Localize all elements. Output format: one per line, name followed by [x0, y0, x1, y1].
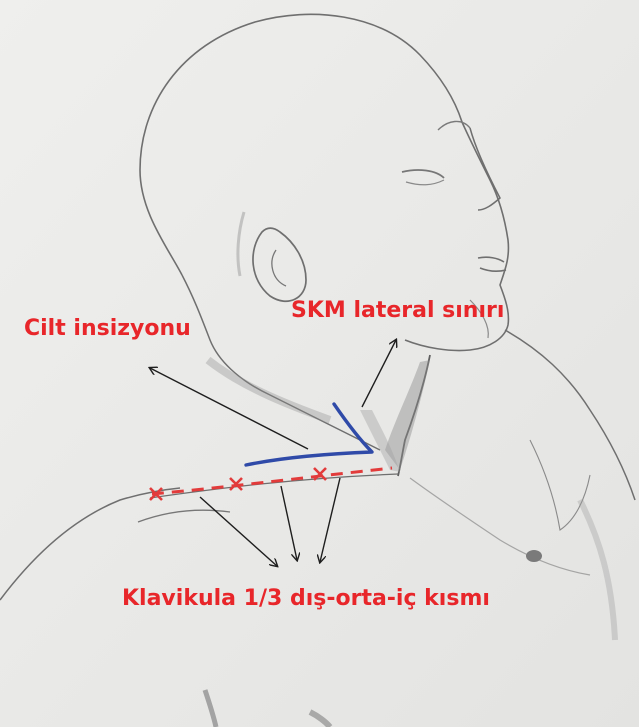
scm-lateral-border-label: SKM lateral sınırı	[291, 300, 504, 322]
skin-incision-label: Cilt insizyonu	[24, 318, 191, 340]
nipple-mark	[526, 550, 542, 562]
clavicle-thirds-label: Klavikula 1/3 dış-orta-iç kısmı	[122, 588, 490, 610]
